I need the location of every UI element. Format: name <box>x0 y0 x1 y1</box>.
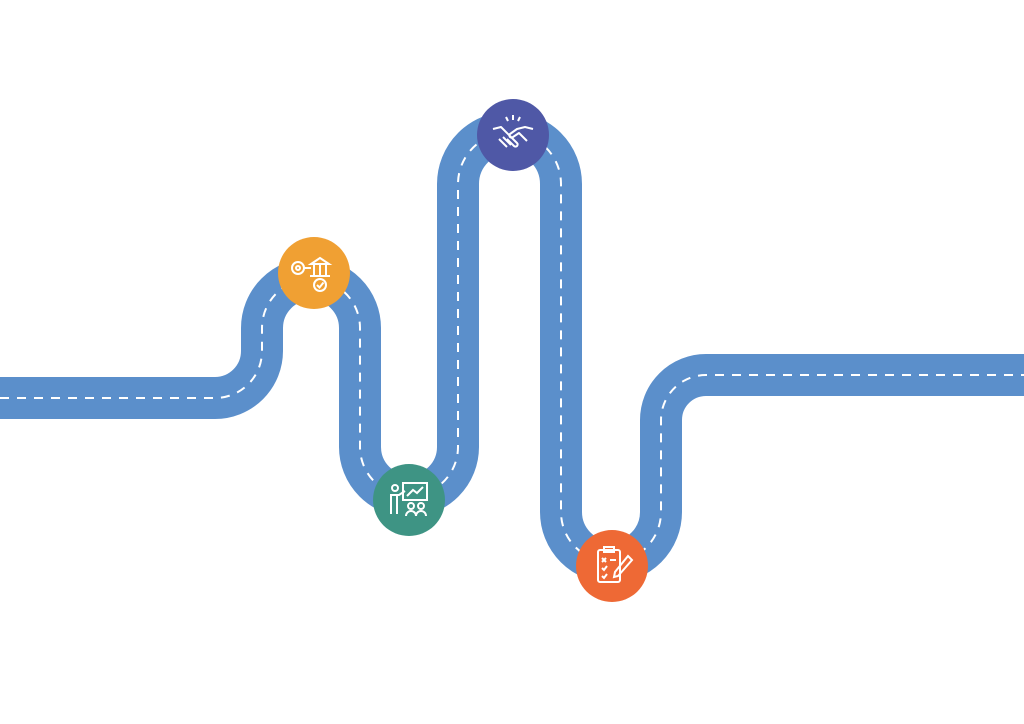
road-body <box>0 111 1024 583</box>
milestone-circle <box>477 99 549 171</box>
milestone-handshake <box>477 99 549 171</box>
presentation-training-icon <box>390 482 428 517</box>
milestone-bank <box>278 237 350 309</box>
road <box>0 111 1024 583</box>
handshake-icon <box>492 115 534 148</box>
checklist-signing-icon <box>597 546 634 583</box>
milestone-presentation <box>373 464 445 536</box>
bank-approval-icon <box>291 256 333 292</box>
milestone-checklist <box>576 530 648 602</box>
road-center-dashes <box>0 131 1024 563</box>
milestone-circle <box>576 530 648 602</box>
